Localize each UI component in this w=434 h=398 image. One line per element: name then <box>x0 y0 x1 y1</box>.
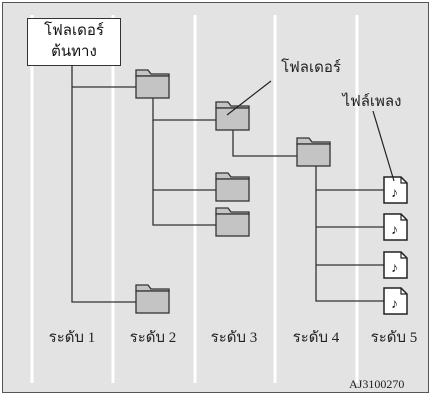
music-file-icon-3: ♪ <box>383 251 408 279</box>
level-5-label: ระดับ 5 <box>371 330 418 346</box>
music-note-glyph: ♪ <box>391 261 398 276</box>
column-dividers <box>30 15 359 383</box>
connector-level2-to-level3-bottom <box>152 120 216 226</box>
level-4-label: ระดับ 4 <box>293 330 340 346</box>
root-folder-label-box: โฟลเดอร์ ต้นทาง <box>27 18 121 66</box>
folder-icon-level4 <box>296 137 331 167</box>
folder-tree-diagram: ♪ ♪ ♪ ♪ โฟลเดอร์ ไฟล์เพลง <box>30 15 418 391</box>
level-1-label: ระดับ 1 <box>49 330 96 346</box>
connector-root-to-level2-top <box>71 63 136 88</box>
level-2-label: ระดับ 2 <box>130 330 177 346</box>
connector-level3-to-level4 <box>232 130 297 157</box>
connector-level4-to-file-4 <box>315 190 384 302</box>
connector-root-to-level2-bottom <box>71 87 136 303</box>
music-note-glyph: ♪ <box>391 186 398 201</box>
music-file-icon-2: ♪ <box>383 213 408 241</box>
connector-level4-to-file-1 <box>315 166 384 191</box>
folder-icon-level3-bottom <box>215 207 250 237</box>
tree-connectors <box>71 63 384 303</box>
root-folder-label-line2: ต้นทาง <box>51 44 97 60</box>
music-file-icon-4: ♪ <box>383 287 408 315</box>
music-note-glyph: ♪ <box>391 297 398 312</box>
music-file-icon-1: ♪ <box>383 176 408 204</box>
folder-callout-label: โฟลเดอร์ <box>281 58 341 76</box>
folder-icon-level3-top <box>215 101 250 131</box>
folder-icon-level2-top <box>135 69 170 99</box>
music-callout-pointer <box>372 110 395 182</box>
diagram-frame: ♪ ♪ ♪ ♪ โฟลเดอร์ ไฟล์เพลง <box>2 2 429 393</box>
root-folder-label-line1: โฟลเดอร์ <box>44 23 104 39</box>
folder-icon-level3-middle <box>215 172 250 202</box>
connector-level2-to-level3-top <box>152 98 216 121</box>
folder-icon-level2-bottom <box>135 284 170 314</box>
folder-callout-pointer <box>226 80 272 116</box>
figure-code: AJ3100270 <box>349 377 404 391</box>
music-note-glyph: ♪ <box>391 223 398 238</box>
music-callout-label: ไฟล์เพลง <box>342 92 402 110</box>
level-3-label: ระดับ 3 <box>211 330 258 346</box>
